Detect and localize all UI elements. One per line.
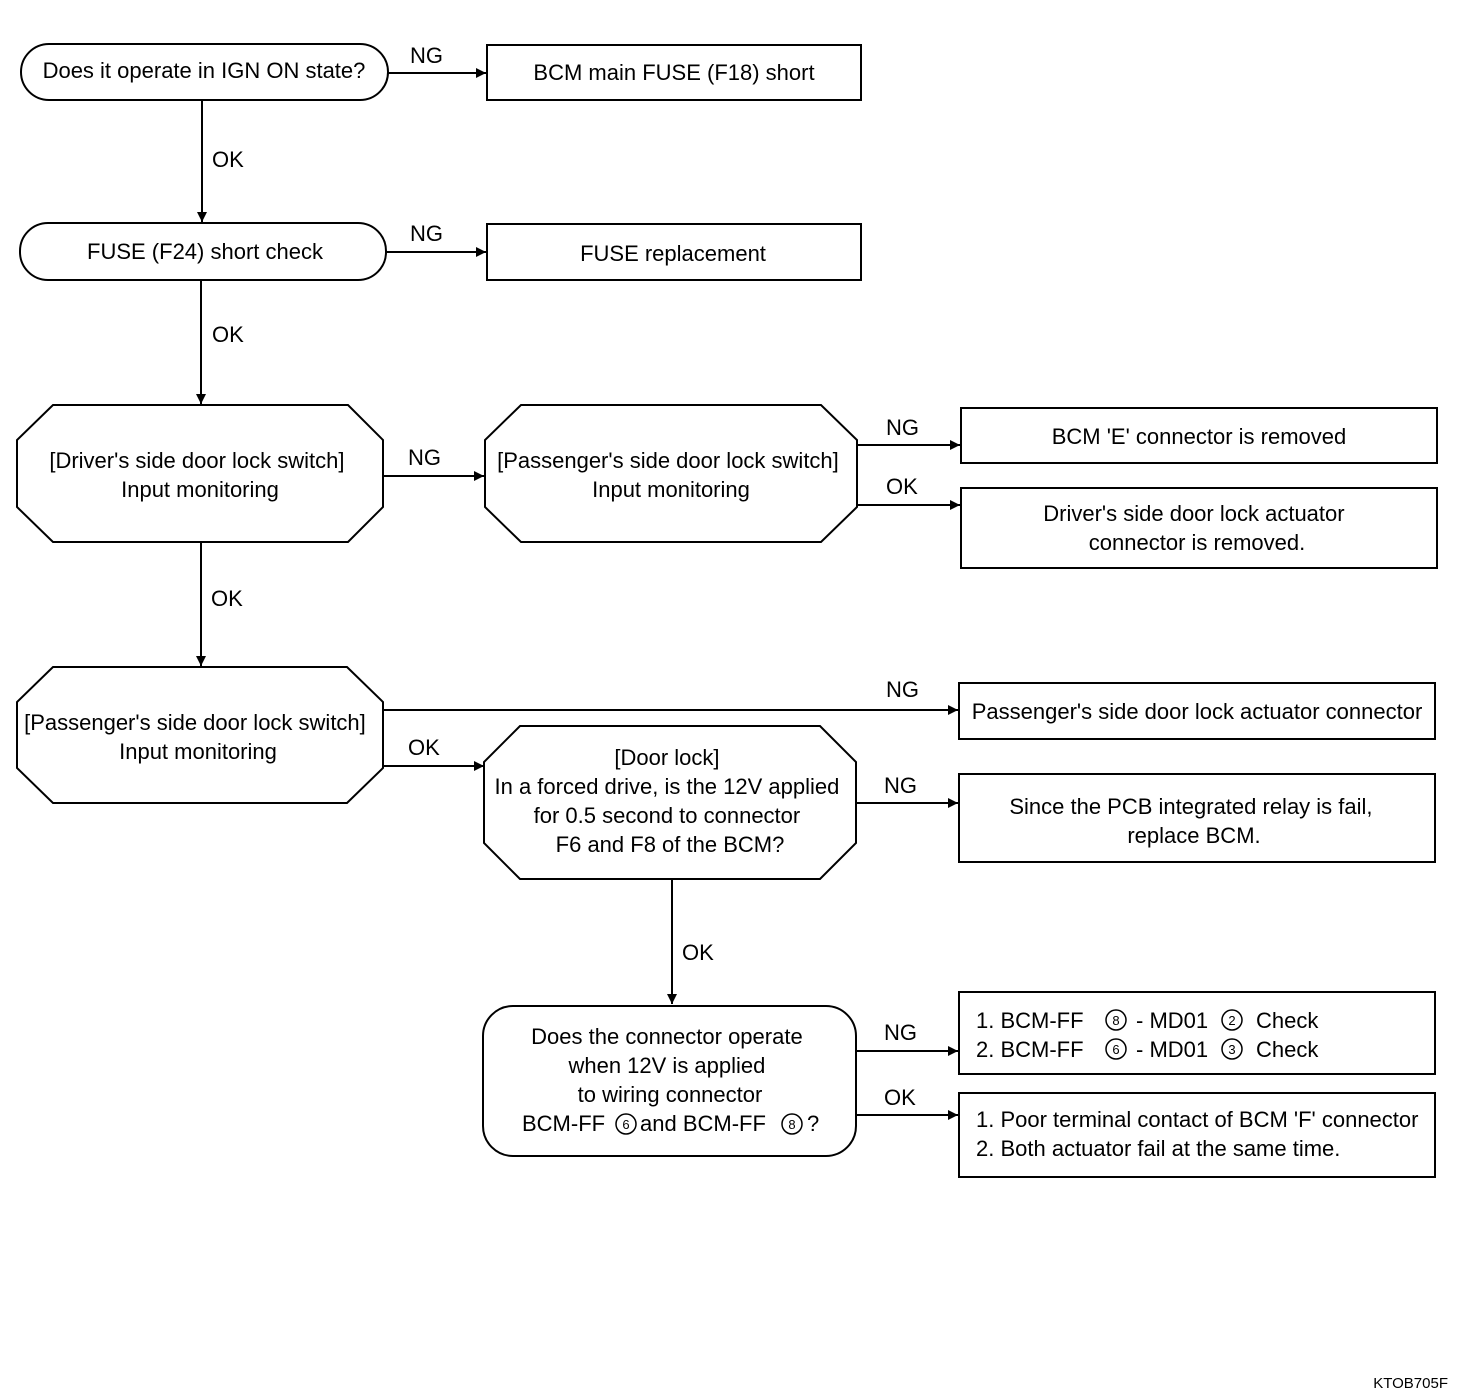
- pin-8-circle-icon: 8: [1105, 1009, 1127, 1031]
- pin-3-circle-icon: 3: [1221, 1038, 1243, 1060]
- node-passenger-switch: [Passenger's side door lock switch] Inpu…: [16, 666, 384, 804]
- svg-text:2: 2: [1228, 1013, 1235, 1028]
- svg-text:8: 8: [1112, 1013, 1119, 1028]
- node-text: Passenger's side door lock actuator conn…: [972, 699, 1423, 724]
- edge-label-pass-ok: OK: [408, 735, 440, 760]
- node-text: [Passenger's side door lock switch] Inpu…: [24, 710, 372, 764]
- edge-label-driver-ng: NG: [408, 445, 441, 470]
- node-text: Driver's side door lock actuator connect…: [1043, 501, 1350, 555]
- node-text-pins: ?: [807, 1111, 819, 1136]
- svg-text:Check: Check: [1256, 1008, 1319, 1033]
- node-text: [Driver's side door lock switch] Input m…: [49, 448, 350, 502]
- svg-text:- MD01: - MD01: [1136, 1037, 1208, 1062]
- pin-6-circle-icon: 6: [615, 1113, 637, 1135]
- node-ign-on: Does it operate in IGN ON state?: [20, 43, 389, 101]
- edge-label-door-ok: OK: [682, 940, 714, 965]
- connectors: [196, 68, 960, 1120]
- node-text: FUSE (F24) short check: [87, 239, 324, 264]
- svg-text:6: 6: [1112, 1042, 1119, 1057]
- edge-label-pass-top-ok: OK: [886, 474, 918, 499]
- edge-label-f24-ng: NG: [410, 221, 443, 246]
- node-poor-contact: 1. Poor terminal contact of BCM 'F' conn…: [958, 1092, 1436, 1178]
- svg-text:- MD01: - MD01: [1136, 1008, 1208, 1033]
- pin-8-circle-icon: 8: [781, 1113, 803, 1135]
- node-check: 1. BCM-FF 8 - MD01 2 Check 2. BCM-FF 6 -…: [958, 991, 1436, 1075]
- node-fuse-f18: BCM main FUSE (F18) short: [486, 44, 862, 101]
- node-fuse-replacement: FUSE replacement: [486, 223, 862, 281]
- edge-label-ign-ng: NG: [410, 43, 443, 68]
- node-text: 1. Poor terminal contact of BCM 'F' conn…: [976, 1107, 1425, 1161]
- node-text: BCM main FUSE (F18) short: [533, 60, 814, 85]
- edge-label-f24-ok: OK: [212, 322, 244, 347]
- svg-text:8: 8: [788, 1117, 795, 1132]
- check-row: 1. BCM-FF 8 - MD01 2 Check: [976, 1008, 1319, 1033]
- edge-label-conn-ok: OK: [884, 1085, 916, 1110]
- node-driver-actuator: Driver's side door lock actuator connect…: [960, 487, 1438, 569]
- node-door-lock: [Door lock] In a forced drive, is the 12…: [483, 725, 857, 880]
- node-pcb-relay: Since the PCB integrated relay is fail, …: [958, 773, 1436, 863]
- node-text: Does the connector operate when 12V is a…: [531, 1024, 809, 1107]
- node-text: BCM 'E' connector is removed: [1052, 424, 1347, 449]
- edge-label-conn-ng: NG: [884, 1020, 917, 1045]
- node-connector-12v: Does the connector operate when 12V is a…: [482, 1005, 857, 1157]
- check-row: 2. BCM-FF 6 - MD01 3 Check: [976, 1037, 1319, 1062]
- edge-label-pass-ng: NG: [886, 677, 919, 702]
- svg-text:2. BCM-FF: 2. BCM-FF: [976, 1037, 1084, 1062]
- edge-label-pass-top-ng: NG: [886, 415, 919, 440]
- node-text: FUSE replacement: [580, 241, 766, 266]
- edge-label-driver-ok: OK: [211, 586, 243, 611]
- pin-6-circle-icon: 6: [1105, 1038, 1127, 1060]
- node-fuse-f24: FUSE (F24) short check: [19, 222, 387, 281]
- node-text: Since the PCB integrated relay is fail, …: [1009, 794, 1378, 848]
- node-driver-switch: [Driver's side door lock switch] Input m…: [16, 404, 384, 543]
- edge-label-ign-ok: OK: [212, 147, 244, 172]
- svg-text:6: 6: [622, 1117, 629, 1132]
- edge-labels: NG OK NG OK NG OK NG OK NG OK NG OK NG O…: [211, 43, 919, 1110]
- node-text-pins: and BCM-FF: [640, 1111, 766, 1136]
- svg-text:Check: Check: [1256, 1037, 1319, 1062]
- node-text-pins: BCM-FF: [522, 1111, 605, 1136]
- node-passenger-actuator: Passenger's side door lock actuator conn…: [958, 682, 1436, 740]
- node-text: [Door lock] In a forced drive, is the 12…: [494, 745, 845, 857]
- svg-text:1. BCM-FF: 1. BCM-FF: [976, 1008, 1084, 1033]
- node-passenger-switch-top: [Passenger's side door lock switch] Inpu…: [484, 404, 858, 543]
- edge-label-door-ng: NG: [884, 773, 917, 798]
- svg-text:3: 3: [1228, 1042, 1235, 1057]
- node-text: [Passenger's side door lock switch] Inpu…: [497, 448, 845, 502]
- figure-code: KTOB705F: [1373, 1375, 1448, 1392]
- node-text: Does it operate in IGN ON state?: [43, 58, 366, 83]
- pin-2-circle-icon: 2: [1221, 1009, 1243, 1031]
- node-bcm-e-connector: BCM 'E' connector is removed: [960, 407, 1438, 464]
